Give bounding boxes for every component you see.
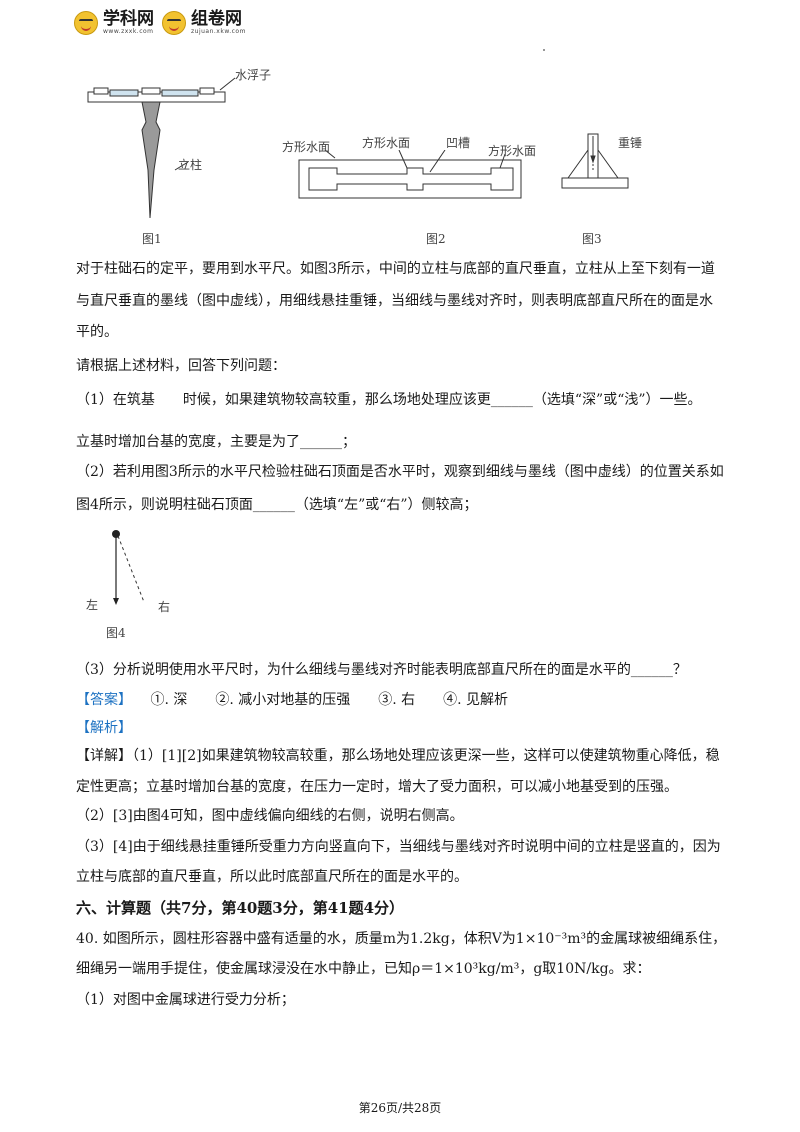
question-40-line1: 40. 如图所示，圆柱形容器中盛有适量的水，质量m为1.2kg，体积V为1×10…: [76, 931, 727, 947]
logo-zxxk-title: 学科网: [103, 9, 154, 29]
analysis-tag: 【解析】: [76, 720, 132, 736]
fig4-right-label: 右: [158, 600, 171, 614]
logo-zujuan: 组卷网 zujuan.xkw.com: [162, 10, 246, 35]
detail-line2: 定性更高；立基时增加台基的宽度，在压力一定时，增大了受力面积，可以减小地基受到的…: [76, 779, 678, 795]
question-40-line3: （1）对图中金属球进行受力分析；: [76, 992, 295, 1008]
mascot-icon: [74, 10, 98, 35]
fig2-mid-label: 方形水面: [362, 136, 411, 150]
fig2-caption: 图2: [426, 232, 446, 246]
fig1-post-label: 立柱: [178, 158, 203, 172]
fig3-caption: 图3: [582, 232, 602, 246]
figure-4: [112, 530, 145, 605]
logo-zujuan-url: zujuan.xkw.com: [191, 28, 246, 35]
fig2-groove-label: 凹槽: [446, 136, 471, 150]
answer-tag: 【答案】: [76, 692, 132, 708]
paragraph-intro-line2: 与直尺垂直的墨线（图中虚线），用细线悬挂重锤，当细线与墨线对齐时，则表明底部直尺…: [76, 293, 713, 309]
fig2-right-label: 方形水面: [488, 144, 537, 158]
figure-3: [561, 133, 629, 189]
fig1-level-label: 水浮子: [235, 68, 272, 82]
figure-1: [87, 77, 236, 219]
fig1-caption: 图1: [142, 232, 162, 246]
question-prompt: 请根据上述材料，回答下列问题：: [76, 358, 286, 374]
paragraph-intro-line3: 平的。: [76, 324, 118, 340]
answer-values: ①. 深 ②. 减小对地基的压强 ③. 右 ④. 见解析: [150, 692, 509, 708]
question-1-line2: 立基时增加台基的宽度，主要是为了______；: [76, 434, 356, 450]
question-40-line2: 细绳另一端用手提住，使金属球浸没在水中静止，已知ρ＝1×10³kg/m³，g取1…: [76, 961, 651, 977]
logo-zxxk: 学科网 www.zxxk.com: [74, 10, 154, 35]
stray-dot: [543, 49, 545, 51]
figure-2: [298, 150, 522, 199]
detail-line1: 【详解】（1）[1][2]如果建筑物较高较重，那么场地处理应该更深一些，这样可以…: [76, 748, 720, 764]
detail-line5: 立柱与底部的直尺垂直，所以此时底部直尺所在的面是水平的。: [76, 869, 468, 885]
detail-line3: （2）[3]由图4可知，图中虚线偏向细线的右侧，说明右侧高。: [76, 808, 464, 824]
fig2-left-label: 方形水面: [282, 140, 331, 154]
ink-line-dashed: [117, 535, 145, 603]
answer-line: 【答案】 ①. 深 ②. 减小对地基的压强 ③. 右 ④. 见解析: [76, 690, 736, 710]
fig4-caption: 图4: [106, 626, 126, 640]
question-2-line2: 图4所示，则说明柱础石顶面______（选填“左”或“右”）侧较高；: [76, 497, 478, 513]
question-3: （3）分析说明使用水平尺时，为什么细线与墨线对齐时能表明底部直尺所在的面是水平的…: [76, 662, 687, 678]
detail-line4: （3）[4]由于细线悬挂重锤所受重力方向竖直向下，当细线与墨线对齐时说明中间的立…: [76, 839, 721, 855]
fig4-left-label: 左: [86, 598, 99, 612]
page-number: 第26页/共28页: [358, 1101, 442, 1115]
mascot-icon: [162, 10, 186, 35]
section-heading: 六、计算题（共7分，第40题3分，第41题4分）: [76, 899, 405, 917]
question-2-line1: （2）若利用图3所示的水平尺检验柱础石顶面是否水平时，观察到细线与墨线（图中虚线…: [76, 464, 724, 480]
logo-zxxk-url: www.zxxk.com: [103, 28, 154, 35]
question-1-line1: （1）在筑基 时候，如果建筑物较高较重，那么场地处理应该更______（选填“深…: [76, 392, 702, 408]
fig3-weight-label: 重锤: [618, 136, 643, 150]
logo-zujuan-title: 组卷网: [191, 9, 242, 29]
paragraph-intro-line1: 对于柱础石的定平，要用到水平尺。如图3所示，中间的立柱与底部的直尺垂直，立柱从上…: [76, 261, 715, 277]
